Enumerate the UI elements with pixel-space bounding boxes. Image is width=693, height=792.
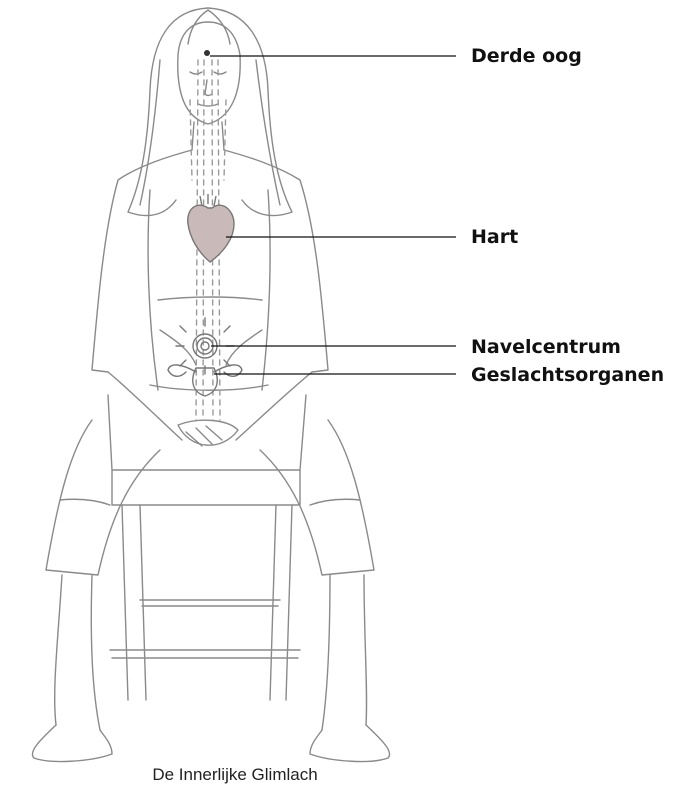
label-hart: Hart xyxy=(471,226,518,248)
legs xyxy=(46,420,374,730)
figure-caption: De Innerlijke Glimlach xyxy=(0,765,470,785)
heart-organ xyxy=(188,194,234,262)
neck xyxy=(192,122,224,150)
label-derde-oog: Derde oog xyxy=(471,45,582,67)
arms xyxy=(108,372,312,446)
label-geslachtsorganen: Geslachtsorganen xyxy=(471,364,664,386)
chair xyxy=(108,395,306,700)
hair xyxy=(128,8,292,216)
label-navelcentrum: Navelcentrum xyxy=(471,336,621,358)
face xyxy=(178,22,240,124)
torso xyxy=(92,150,328,390)
third-eye-dot xyxy=(204,50,210,56)
feet xyxy=(32,725,389,761)
